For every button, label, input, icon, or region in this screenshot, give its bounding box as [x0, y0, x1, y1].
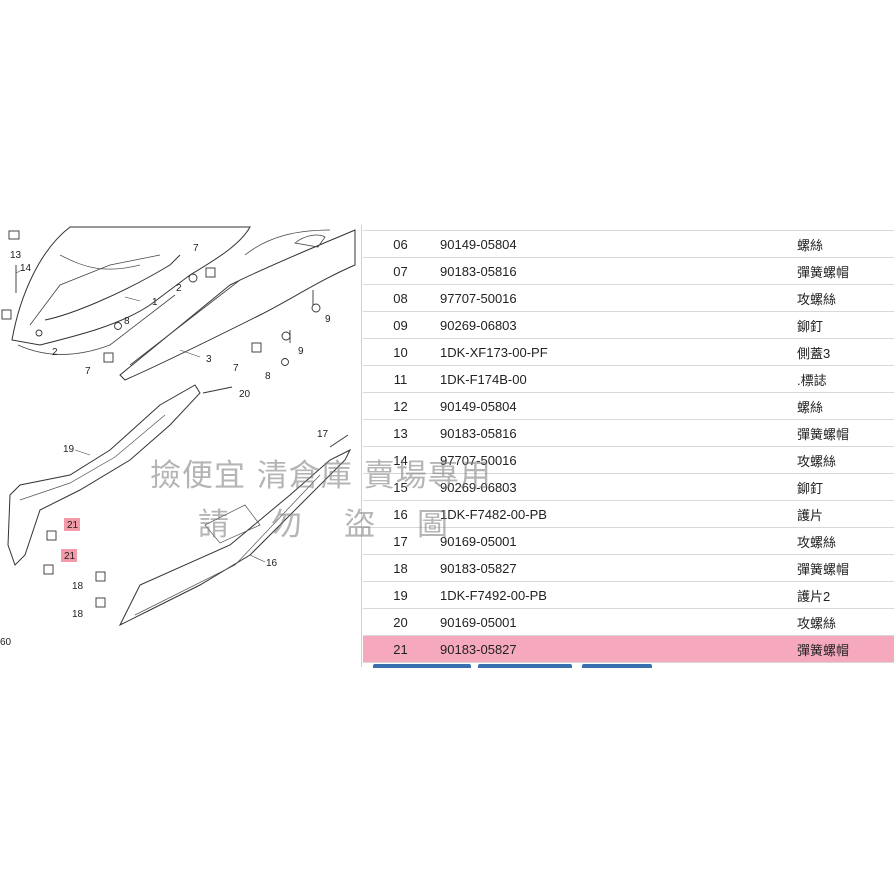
front-cover-part-1	[11, 226, 251, 346]
callout-13: 13	[10, 250, 22, 261]
bottom-button-2[interactable]	[478, 664, 572, 668]
bottom-button-3[interactable]	[582, 664, 652, 668]
callout-2b: 2	[52, 347, 58, 358]
part-no-cell: 09	[363, 311, 440, 339]
callout-16: 16	[266, 558, 278, 569]
part-number-cell: 90269-06803	[440, 311, 797, 339]
part-number-cell: 90183-05827	[440, 635, 797, 663]
part-name-cell: 彈簧螺帽	[797, 419, 894, 447]
part-name-cell: 攻螺絲	[797, 608, 894, 636]
part-no-cell: 14	[363, 446, 440, 474]
callout-21: 21	[67, 520, 79, 531]
callout-21-highlight	[64, 518, 80, 531]
part-number-cell: 90149-05804	[440, 230, 797, 258]
callout-18: 18	[72, 581, 84, 592]
part-name-cell: 彈簧螺帽	[797, 635, 894, 663]
part-no-cell: 06	[363, 230, 440, 258]
callout-7: 7	[193, 243, 199, 254]
callout-20: 20	[239, 389, 251, 400]
callout-9: 9	[325, 314, 331, 325]
callout-21b-highlight	[61, 549, 77, 562]
panel-divider	[361, 225, 362, 667]
part-name-cell: 彈簧螺帽	[797, 257, 894, 285]
callout-7c: 7	[233, 363, 239, 374]
part-name-cell: .標誌	[797, 365, 894, 393]
part-number-cell: 90269-06803	[440, 473, 797, 501]
part-number-cell: 90149-05804	[440, 392, 797, 420]
part-name-cell: 螺絲	[797, 230, 894, 258]
part-number-cell: 90169-05001	[440, 527, 797, 555]
part-name-cell: 螺絲	[797, 392, 894, 420]
part-name-cell: 護片	[797, 500, 894, 528]
part-no-cell: 11	[363, 365, 440, 393]
part-no-cell: 07	[363, 257, 440, 285]
guard-part-19	[7, 384, 201, 566]
callout-17: 17	[317, 429, 329, 440]
part-number-cell: 1DK-F7492-00-PB	[440, 581, 797, 609]
part-number-cell: 90183-05827	[440, 554, 797, 582]
part-number-cell: 1DK-XF173-00-PF	[440, 338, 797, 366]
part-no-cell: 19	[363, 581, 440, 609]
part-number-cell: 90183-05816	[440, 419, 797, 447]
callout-8: 8	[124, 316, 130, 327]
part-name-cell: 彈簧螺帽	[797, 554, 894, 582]
callout-14: 14	[20, 263, 32, 274]
part-name-cell: 攻螺絲	[797, 284, 894, 312]
callout-21b: 21	[64, 551, 76, 562]
parts-diagram: 13 14 7 2 1 9 8 2 7 9 3 7 8 20 19 17 21 …	[0, 226, 356, 648]
callout-18b: 18	[72, 609, 84, 620]
part-no-cell: 12	[363, 392, 440, 420]
part-name-cell: 護片2	[797, 581, 894, 609]
part-number-cell: 1DK-F7482-00-PB	[440, 500, 797, 528]
bottom-button-1[interactable]	[373, 664, 471, 668]
part-name-cell: 鉚釘	[797, 473, 894, 501]
part-name-cell: 側蓋3	[797, 338, 894, 366]
callout-19: 19	[63, 444, 75, 455]
part-no-cell: 08	[363, 284, 440, 312]
part-no-cell: 16	[363, 500, 440, 528]
part-number-cell: 97707-50016	[440, 446, 797, 474]
side-cover-part-3	[119, 229, 356, 381]
part-no-cell: 17	[363, 527, 440, 555]
part-number-cell: 97707-50016	[440, 284, 797, 312]
part-no-cell: 18	[363, 554, 440, 582]
part-no-cell: 15	[363, 473, 440, 501]
callout-3: 3	[206, 354, 212, 365]
guard-part-16	[118, 448, 352, 627]
part-number-cell: 1DK-F174B-00	[440, 365, 797, 393]
content-frame: 13 14 7 2 1 9 8 2 7 9 3 7 8 20 19 17 21 …	[0, 225, 894, 667]
part-name-cell: 鉚釘	[797, 311, 894, 339]
callout-7b: 7	[85, 366, 91, 377]
callout-8b: 8	[265, 371, 271, 382]
part-name-cell: 攻螺絲	[797, 446, 894, 474]
part-no-cell: 21	[363, 635, 440, 663]
callout-9b: 9	[298, 346, 304, 357]
part-number-cell: 90183-05816	[440, 257, 797, 285]
callout-2: 2	[176, 283, 182, 294]
part-no-cell: 10	[363, 338, 440, 366]
part-name-cell: 攻螺絲	[797, 527, 894, 555]
part-no-cell: 20	[363, 608, 440, 636]
part-no-cell: 13	[363, 419, 440, 447]
callout-60: 60	[0, 637, 12, 648]
part-number-cell: 90169-05001	[440, 608, 797, 636]
callout-1: 1	[152, 297, 158, 308]
